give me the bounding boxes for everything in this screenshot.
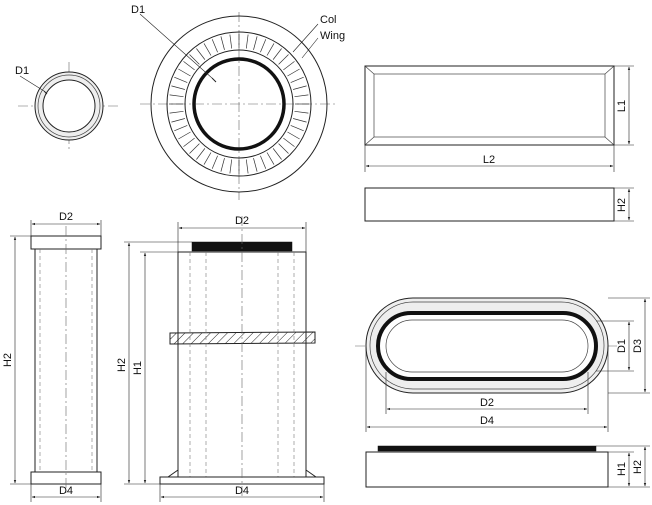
- label-d4-center: D4: [235, 485, 249, 497]
- pleat-line: [266, 152, 275, 165]
- rectangular-panel-side-view: H2: [364, 187, 634, 222]
- label-d2-left: D2: [59, 211, 73, 223]
- pleat-line: [211, 155, 218, 169]
- small-ring-top-view: D1: [15, 62, 120, 150]
- label-d3-oval: D3: [632, 339, 644, 353]
- pleat-line: [174, 76, 188, 83]
- pleat-line: [293, 85, 307, 90]
- oval-filter-top-view: D1 D3 D2 D4: [355, 297, 650, 432]
- pleat-line: [169, 110, 184, 114]
- pleat-line: [189, 54, 200, 65]
- pleat-line: [260, 155, 267, 169]
- label-h2-left: H2: [2, 353, 14, 367]
- pleat-line: [171, 118, 185, 123]
- pleat-line: [294, 94, 309, 98]
- label-h1-bottom: H1: [616, 462, 628, 476]
- label-h2-center: H2: [116, 358, 128, 372]
- pleat-line: [189, 143, 200, 154]
- pleat-line: [171, 85, 185, 90]
- label-h2-bottom: H2: [632, 460, 644, 474]
- pleat-line: [253, 158, 258, 172]
- pleat-line: [178, 131, 191, 140]
- label-col: Col: [320, 14, 337, 26]
- label-l1: L1: [616, 100, 628, 112]
- pleat-line: [169, 94, 184, 98]
- label-d1-oval: D1: [616, 339, 628, 353]
- pleat-line: [245, 34, 249, 49]
- pleat-ring: [169, 34, 309, 174]
- pleat-line: [260, 39, 267, 53]
- pleat-line: [293, 118, 307, 123]
- pleat-line: [229, 159, 233, 174]
- pleat-line: [183, 61, 195, 71]
- pleat-line: [220, 158, 225, 172]
- large-filter-top-view: D1 Col Wing: [131, 4, 345, 200]
- pleat-line: [266, 43, 275, 56]
- pleat-line: [196, 48, 206, 60]
- pleat-line: [294, 110, 309, 114]
- pleat-line: [229, 34, 233, 49]
- pleat-line: [203, 152, 212, 165]
- pleat-line: [290, 125, 304, 132]
- label-d2-center: D2: [235, 215, 249, 227]
- pleat-line: [278, 143, 289, 154]
- pleat-line: [183, 137, 195, 147]
- pleat-line: [245, 159, 249, 174]
- pleat-line: [253, 36, 258, 50]
- label-d1-small: D1: [15, 65, 29, 77]
- pleat-line: [211, 39, 218, 53]
- pleat-line: [203, 43, 212, 56]
- label-h1-center: H1: [132, 361, 144, 375]
- rectangular-panel-top-view: L1 L2: [364, 65, 634, 172]
- pleat-line: [272, 148, 282, 160]
- label-h2-box: H2: [616, 198, 628, 212]
- pleat-line: [283, 61, 295, 71]
- pleat-line: [287, 131, 300, 140]
- pleat-line: [220, 36, 225, 50]
- label-wing: Wing: [320, 30, 345, 42]
- label-d4-left: D4: [59, 485, 73, 497]
- oval-filter-side-view: H1 H2: [365, 445, 650, 488]
- pleat-line: [283, 137, 295, 147]
- pleat-line: [287, 68, 300, 77]
- pleat-line: [272, 48, 282, 60]
- label-d1-large: D1: [131, 4, 145, 16]
- label-l2: L2: [483, 154, 495, 166]
- pleat-line: [178, 68, 191, 77]
- large-filter-side-view: D2 D4 H2 H1: [116, 215, 325, 502]
- pleat-line: [278, 54, 289, 65]
- label-d4-oval: D4: [480, 415, 494, 427]
- pleat-line: [174, 125, 188, 132]
- pleat-line: [290, 76, 304, 83]
- small-cylinder-side-view: D2 D4 H2: [2, 211, 102, 502]
- label-d2-oval: D2: [480, 397, 494, 409]
- pleat-line: [196, 148, 206, 160]
